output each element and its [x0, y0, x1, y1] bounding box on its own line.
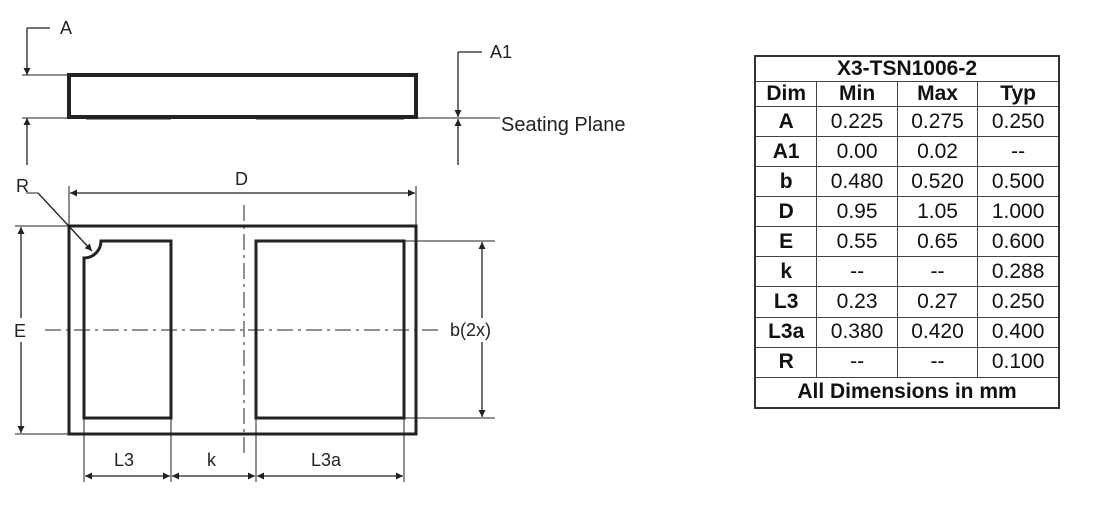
- label-r: R: [16, 176, 29, 196]
- label-a: A: [60, 18, 72, 38]
- max-cell: 0.275: [896, 105, 979, 138]
- typ-cell: 0.100: [977, 346, 1060, 378]
- max-cell: 0.65: [896, 226, 979, 258]
- typ-cell: 0.250: [977, 105, 1060, 138]
- dim-cell: b: [754, 166, 818, 198]
- typ-cell: 0.288: [977, 256, 1060, 288]
- table-row: L3a 0.380 0.420 0.400: [754, 316, 1060, 348]
- max-cell: 0.02: [896, 136, 979, 168]
- typ-cell: 0.500: [977, 166, 1060, 198]
- min-cell: 0.380: [816, 316, 898, 348]
- table-row: D 0.95 1.05 1.000: [754, 196, 1060, 228]
- table-title-row: X3-TSN1006-2: [754, 55, 1060, 82]
- label-e: E: [14, 321, 26, 341]
- table-header-row: Dim Min Max Typ: [754, 81, 1060, 107]
- dim-cell: A: [754, 105, 818, 138]
- max-cell: --: [896, 346, 979, 378]
- leader-r-arrow: [37, 192, 93, 252]
- min-cell: 0.480: [816, 166, 898, 198]
- label-a1: A1: [490, 42, 512, 62]
- side-view: A A1 Seating Plane: [22, 18, 626, 165]
- typ-cell: 0.250: [977, 286, 1060, 318]
- max-cell: 0.520: [896, 166, 979, 198]
- dim-cell: R: [754, 346, 818, 378]
- bottom-view: R D E b(2x) L3 k L3a: [14, 169, 495, 482]
- min-cell: 0.23: [816, 286, 898, 318]
- dim-cell: L3a: [754, 316, 818, 348]
- dim-cell: A1: [754, 136, 818, 168]
- column-header-min: Min: [816, 81, 898, 107]
- table-row: A 0.225 0.275 0.250: [754, 105, 1060, 138]
- terminal-pad-left: [82, 239, 173, 420]
- typ-cell: --: [977, 136, 1060, 168]
- table-row: k -- -- 0.288: [754, 256, 1060, 288]
- dimensions-table: X3-TSN1006-2 Dim Min Max Typ A 0.225 0.2…: [754, 55, 1060, 409]
- table-row: R -- -- 0.100: [754, 346, 1060, 378]
- typ-cell: 0.400: [977, 316, 1060, 348]
- table-title: X3-TSN1006-2: [754, 55, 1060, 82]
- typ-cell: 0.600: [977, 226, 1060, 258]
- min-cell: 0.00: [816, 136, 898, 168]
- column-header-typ: Typ: [977, 81, 1060, 107]
- table-row: L3 0.23 0.27 0.250: [754, 286, 1060, 318]
- label-b: b(2x): [450, 320, 491, 340]
- dim-cell: k: [754, 256, 818, 288]
- max-cell: --: [896, 256, 979, 288]
- table-row: A1 0.00 0.02 --: [754, 136, 1060, 168]
- package-outline-drawing: A A1 Seating Plane R D E: [14, 18, 626, 482]
- table-footer: All Dimensions in mm: [754, 376, 1060, 409]
- label-d: D: [235, 169, 248, 189]
- package-body-side: [67, 73, 418, 119]
- min-cell: 0.95: [816, 196, 898, 228]
- column-header-dim: Dim: [754, 81, 818, 107]
- label-l3a: L3a: [311, 450, 342, 470]
- min-cell: 0.55: [816, 226, 898, 258]
- table-row: b 0.480 0.520 0.500: [754, 166, 1060, 198]
- typ-cell: 1.000: [977, 196, 1060, 228]
- max-cell: 0.27: [896, 286, 979, 318]
- min-cell: --: [816, 346, 898, 378]
- dim-cell: E: [754, 226, 818, 258]
- label-k: k: [207, 450, 217, 470]
- table-row: E 0.55 0.65 0.600: [754, 226, 1060, 258]
- table-footer-row: All Dimensions in mm: [754, 376, 1060, 409]
- label-l3: L3: [114, 450, 134, 470]
- label-seating-plane: Seating Plane: [501, 114, 626, 136]
- column-header-max: Max: [896, 81, 979, 107]
- min-cell: --: [816, 256, 898, 288]
- dim-cell: D: [754, 196, 818, 228]
- min-cell: 0.225: [816, 105, 898, 138]
- max-cell: 1.05: [896, 196, 979, 228]
- max-cell: 0.420: [896, 316, 979, 348]
- dim-cell: L3: [754, 286, 818, 318]
